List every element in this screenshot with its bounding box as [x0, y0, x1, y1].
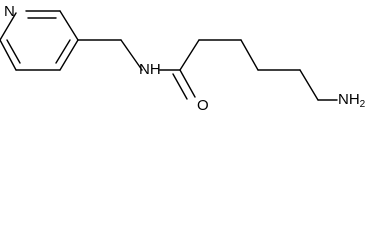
pyridine-nitrogen-label: N [4, 3, 15, 20]
ring-double-bond-c4-c5 [55, 39, 71, 64]
amine-subscript-2: 2 [360, 99, 366, 110]
carbonyl-oxygen-label: O [197, 97, 209, 114]
bond-c3-c4 [240, 39, 259, 71]
amide-nitrogen-symbol: N [139, 61, 150, 78]
amine-nh-symbol: NH [338, 91, 360, 108]
bond-carbonyl-o [179, 69, 196, 98]
ring-double-bond-c2-c3 [6, 39, 21, 64]
bond-carbonyl-o-double [172, 73, 188, 100]
ring-bond-n1-c2 [0, 12, 17, 41]
bond-ch2-nh [120, 39, 143, 71]
amine-nitrogen-label: NH2 [338, 91, 366, 110]
amide-nitrogen-hydrogen: H [150, 61, 161, 78]
amide-nitrogen-label: NH [139, 61, 161, 78]
ring-bond-c4-c5 [59, 39, 79, 71]
ring-bond-c5-c6 [59, 10, 79, 41]
chemical-structure: N NH O NH2 [0, 3, 366, 114]
ring-bond-c2-c3 [0, 39, 17, 71]
bond-c1-c2 [179, 39, 200, 71]
pyridine-ring [0, 10, 79, 71]
bond-c5-c6 [299, 69, 319, 101]
